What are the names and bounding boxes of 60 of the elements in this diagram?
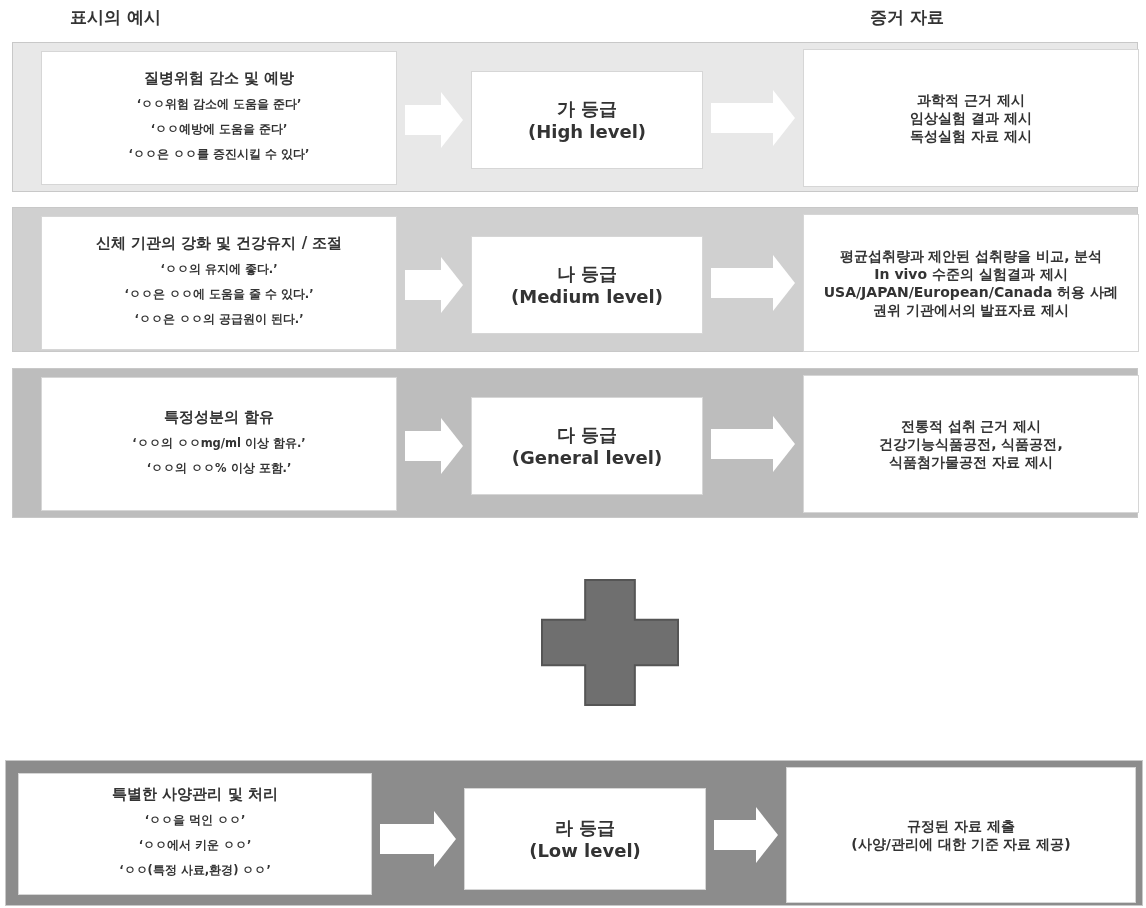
plus-sign [541, 579, 679, 706]
claim-box [41, 51, 397, 185]
block-arrow [711, 255, 795, 311]
evidence-text: (사양/관리에 대한 기준 자료 제공) [851, 835, 1071, 853]
block-arrow [380, 811, 456, 867]
grade-box [464, 788, 706, 890]
evidence-box [803, 214, 1139, 352]
grade-level: (High level) [527, 120, 647, 143]
example-text: ‘ㅇㅇ에서 키운 ㅇㅇ’ [138, 838, 252, 853]
example-text: ‘ㅇㅇ위험 감소에 도움을 준다’ [136, 97, 302, 112]
grade-title: 나 등급 [556, 262, 618, 285]
grade-box [471, 71, 703, 169]
evidence-text: 평균섭취량과 제안된 섭취량을 비교, 분석 [839, 247, 1103, 265]
evidence-text: 권위 기관에서의 발표자료 제시 [872, 301, 1070, 319]
block-arrow [405, 418, 463, 474]
grade-level: (Medium level) [511, 285, 663, 308]
heading: 특별한 사양관리 및 처리 [112, 785, 278, 804]
claim-box [41, 216, 397, 350]
evidence-text: 건강기능식품공전, 식품공전, [879, 435, 1063, 453]
example-text: ‘ㅇㅇ(특정 사료,환경) ㅇㅇ’ [119, 863, 271, 878]
evidence-text: USA/JAPAN/European/Canada 허용 사례 [823, 283, 1119, 301]
example-text: ‘ㅇㅇ의 ㅇㅇmg/ml 이상 함유.’ [132, 435, 306, 451]
grade-title: 라 등급 [554, 816, 616, 839]
example-text: ‘ㅇㅇ의 ㅇㅇ% 이상 포함.’ [146, 460, 292, 476]
evidence-text: 과학적 근거 제시 [917, 91, 1025, 109]
grade-title: 가 등급 [556, 97, 618, 120]
claim-box [41, 377, 397, 511]
example-text: ‘ㅇㅇ을 먹인 ㅇㅇ’ [144, 813, 246, 828]
band-background [5, 760, 1143, 906]
evidence-box [786, 767, 1136, 903]
example-text: ‘ㅇㅇ의 유지에 좋다.’ [160, 262, 278, 277]
column-heading: 표시의 예시 [70, 6, 161, 29]
heading: 신체 기관의 강화 및 건강유지 / 조절 [95, 234, 343, 253]
grade-box [471, 397, 703, 495]
grade-box [471, 236, 703, 334]
evidence-box [803, 375, 1139, 513]
evidence-text: 식품첨가물공전 자료 제시 [889, 453, 1053, 471]
grade-level: (General level) [511, 446, 663, 469]
example-text: ‘ㅇㅇ은 ㅇㅇ에 도움을 줄 수 있다.’ [124, 287, 314, 302]
example-text: ‘ㅇㅇ은 ㅇㅇ의 공급원이 된다.’ [134, 312, 304, 327]
block-arrow [711, 416, 795, 472]
block-arrow [714, 807, 778, 863]
evidence-box [803, 49, 1139, 187]
grade-level: (Low level) [529, 839, 641, 862]
column-heading: 증거 자료 [870, 6, 944, 29]
example-text: ‘ㅇㅇ은 ㅇㅇ를 증진시킬 수 있다’ [128, 147, 310, 162]
heading: 질병위험 감소 및 예방 [143, 69, 295, 88]
block-arrow [405, 257, 463, 313]
grade-title: 다 등급 [556, 423, 618, 446]
evidence-text: 독성실험 자료 제시 [910, 127, 1032, 145]
evidence-text: 임상실험 결과 제시 [910, 109, 1032, 127]
evidence-text: In vivo 수준의 실험결과 제시 [874, 265, 1068, 283]
example-text: ‘ㅇㅇ예방에 도움을 준다’ [150, 122, 288, 137]
band-background [12, 368, 1138, 518]
evidence-text: 규정된 자료 제출 [907, 817, 1015, 835]
heading: 특정성분의 함유 [163, 407, 275, 427]
claim-box [18, 773, 372, 895]
band-background [12, 207, 1138, 352]
band-background [12, 42, 1138, 192]
evidence-text: 전통적 섭취 근거 제시 [900, 417, 1042, 435]
